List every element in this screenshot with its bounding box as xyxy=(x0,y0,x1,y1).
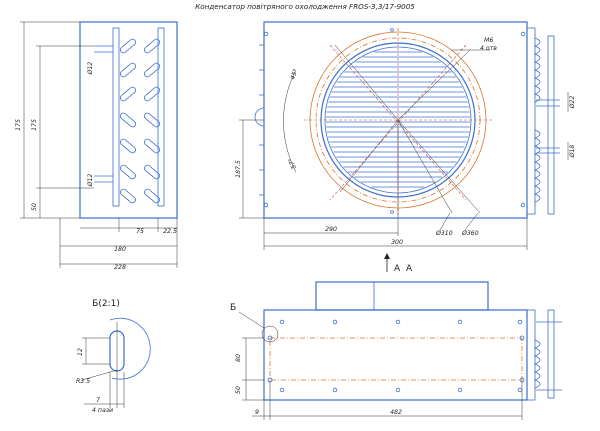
detail-dim-r35: R3.5 xyxy=(76,378,90,385)
detail-dim-w7: 7 xyxy=(96,397,100,404)
detail-arc xyxy=(109,317,151,380)
front-dim-w300: 300 xyxy=(391,239,403,246)
bottom-dim-h50: 50 xyxy=(235,386,242,394)
bottom-view: Б 80 50 9 482 xyxy=(230,281,562,420)
front-dim-w290: 290 xyxy=(325,226,337,233)
view-arrow-a: A A xyxy=(384,253,413,274)
angle-arc xyxy=(283,69,297,173)
front-dim-conn-22: Ø22 xyxy=(568,96,576,110)
view-arrow-symbol: A xyxy=(394,264,401,274)
bottom-dim-w9: 9 xyxy=(255,409,259,416)
callout-b-circle xyxy=(261,325,279,343)
bottom-coil-bends xyxy=(526,309,562,401)
side-dim-w180: 180 xyxy=(114,246,126,253)
front-dim-h187: 187.5 xyxy=(235,160,242,178)
detail-title: Б(2:1) xyxy=(92,299,120,309)
front-side-ribs xyxy=(254,44,265,196)
side-housing xyxy=(79,21,178,219)
side-dim-h175-outer: 175 xyxy=(15,119,22,131)
front-dim-angle-top: 45° xyxy=(288,68,299,81)
detail-dim-h12: 12 xyxy=(77,348,84,356)
front-dim-conn-18: Ø18 xyxy=(568,145,576,159)
detail-dim-holes: 4 пази xyxy=(92,407,113,414)
side-dim-w228: 228 xyxy=(114,264,126,271)
side-header-tube xyxy=(112,27,120,207)
bottom-dim-h80: 80 xyxy=(235,354,242,362)
side-coil-slots xyxy=(120,38,160,204)
view-arrow-label: A xyxy=(406,264,413,274)
detail-b: Б(2:1) 12 R3.5 7 4 пази xyxy=(76,299,151,414)
side-view: 175 175 50 Ø12 Ø12 75 22.5 180 228 xyxy=(15,21,178,271)
side-header-tube-2 xyxy=(157,27,165,207)
side-dim-tube-bottom: Ø12 xyxy=(86,174,94,188)
front-view: 290 300 187.5 Ø310 Ø360 45° 57° M6 4 отв… xyxy=(235,21,576,250)
bottom-fan-box xyxy=(315,281,489,311)
front-dim-thread: M6 xyxy=(484,37,493,44)
bottom-coil-outline xyxy=(269,337,523,381)
front-dim-holes: 4 отв xyxy=(480,45,497,52)
front-dim-angle-bottom: 57° xyxy=(287,157,298,170)
bottom-callout: Б xyxy=(230,303,236,313)
bottom-housing xyxy=(263,309,528,401)
side-dim-h175-inner: 175 xyxy=(31,119,38,131)
front-dim-d360: Ø360 xyxy=(461,229,479,237)
front-coil-bends xyxy=(526,27,560,215)
bottom-mount-holes xyxy=(267,319,525,393)
side-dim-w75: 75 xyxy=(136,228,144,235)
front-dim-d310: Ø310 xyxy=(435,229,453,237)
side-dim-tube-top: Ø12 xyxy=(86,62,94,76)
front-mount-holes xyxy=(263,28,526,214)
bottom-dim-w482: 482 xyxy=(390,409,402,416)
side-dim-h50: 50 xyxy=(31,203,38,211)
side-dim-w225: 22.5 xyxy=(163,228,177,235)
drawing-title: Конденсатор повітряного охолодження FROS… xyxy=(195,2,415,11)
